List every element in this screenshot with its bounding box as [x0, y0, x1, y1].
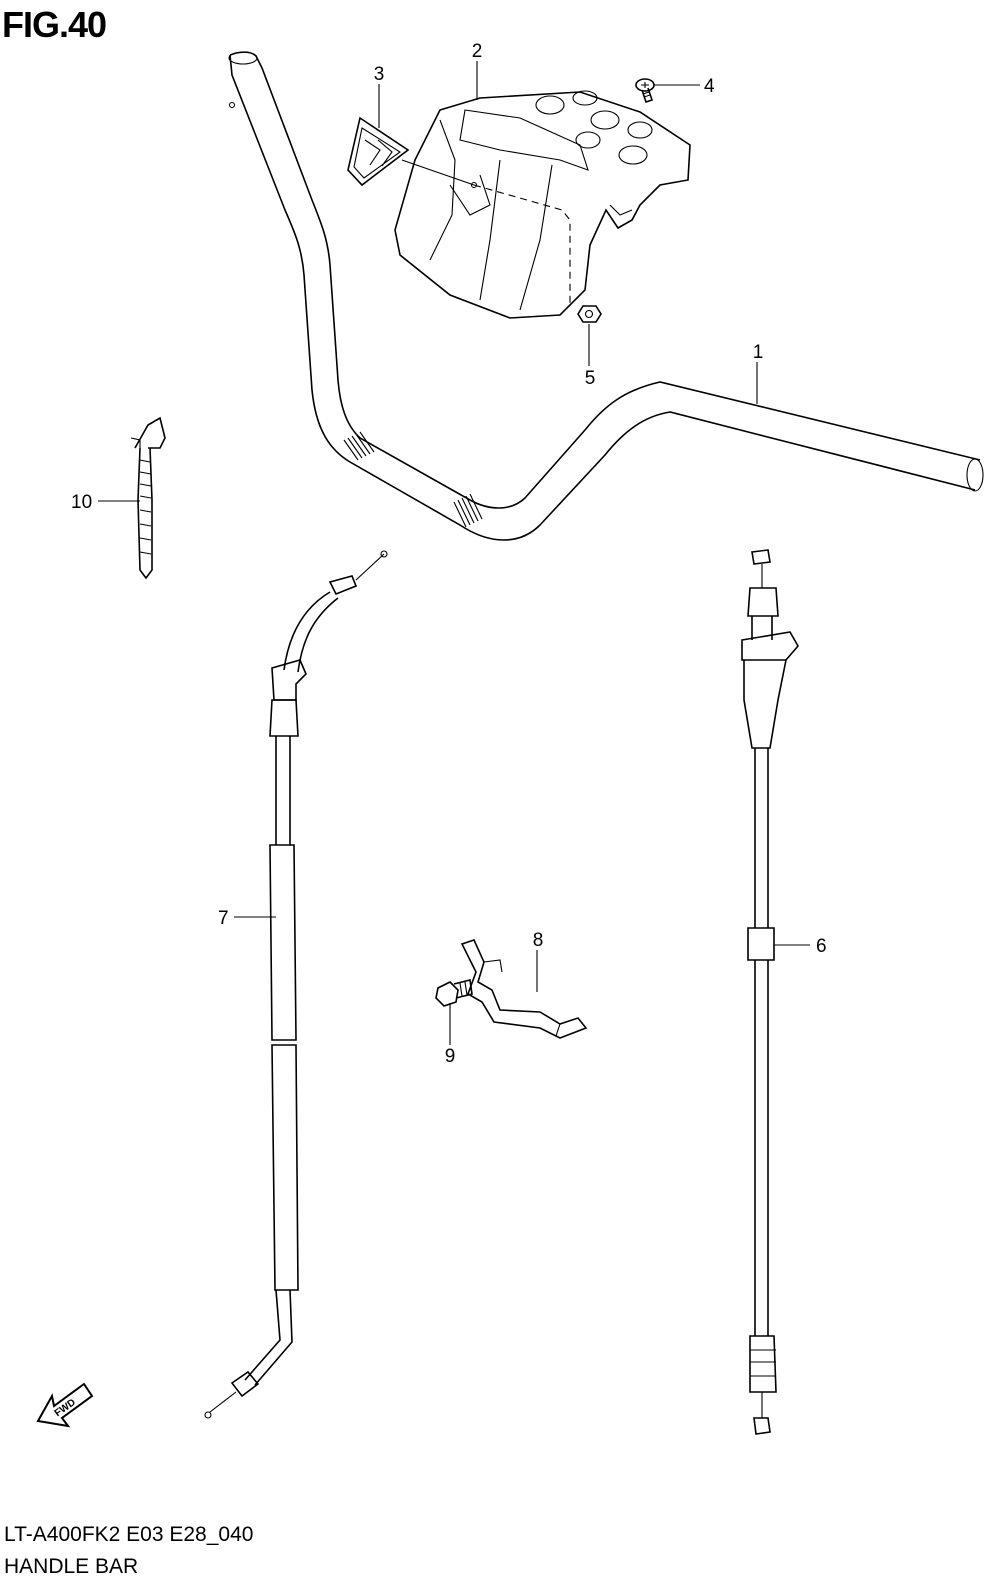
callout-2: 2 [472, 41, 483, 62]
cable-tie-clamp [130, 416, 166, 580]
handlebar-cover [394, 90, 691, 319]
callout-9: 9 [445, 1046, 456, 1067]
diagram-title: HANDLE BAR [4, 1555, 139, 1578]
nut [577, 305, 602, 323]
callout-3: 3 [374, 64, 385, 85]
leader-lines [98, 61, 810, 1045]
emblem [347, 116, 410, 187]
callout-6: 6 [816, 936, 827, 957]
fwd-arrow-icon: FWD [36, 1382, 94, 1428]
screw [635, 78, 655, 104]
callout-10: 10 [71, 492, 92, 513]
model-code: LT-A400FK2 E03 E28_040 [4, 1523, 254, 1546]
figure-label: FIG.40 [2, 4, 107, 45]
callout-1: 1 [753, 342, 764, 363]
wire-bracket [460, 939, 588, 1039]
callout-8: 8 [533, 930, 544, 951]
bolt [435, 979, 473, 1007]
callout-4: 4 [704, 76, 715, 97]
callout-5: 5 [585, 368, 596, 389]
callout-numbers: 1 2 3 4 5 6 7 8 9 10 [71, 41, 827, 1067]
callout-7: 7 [218, 908, 229, 929]
handlebar [228, 51, 984, 541]
brake-cable [741, 549, 799, 1435]
throttle-cable [204, 550, 388, 1419]
